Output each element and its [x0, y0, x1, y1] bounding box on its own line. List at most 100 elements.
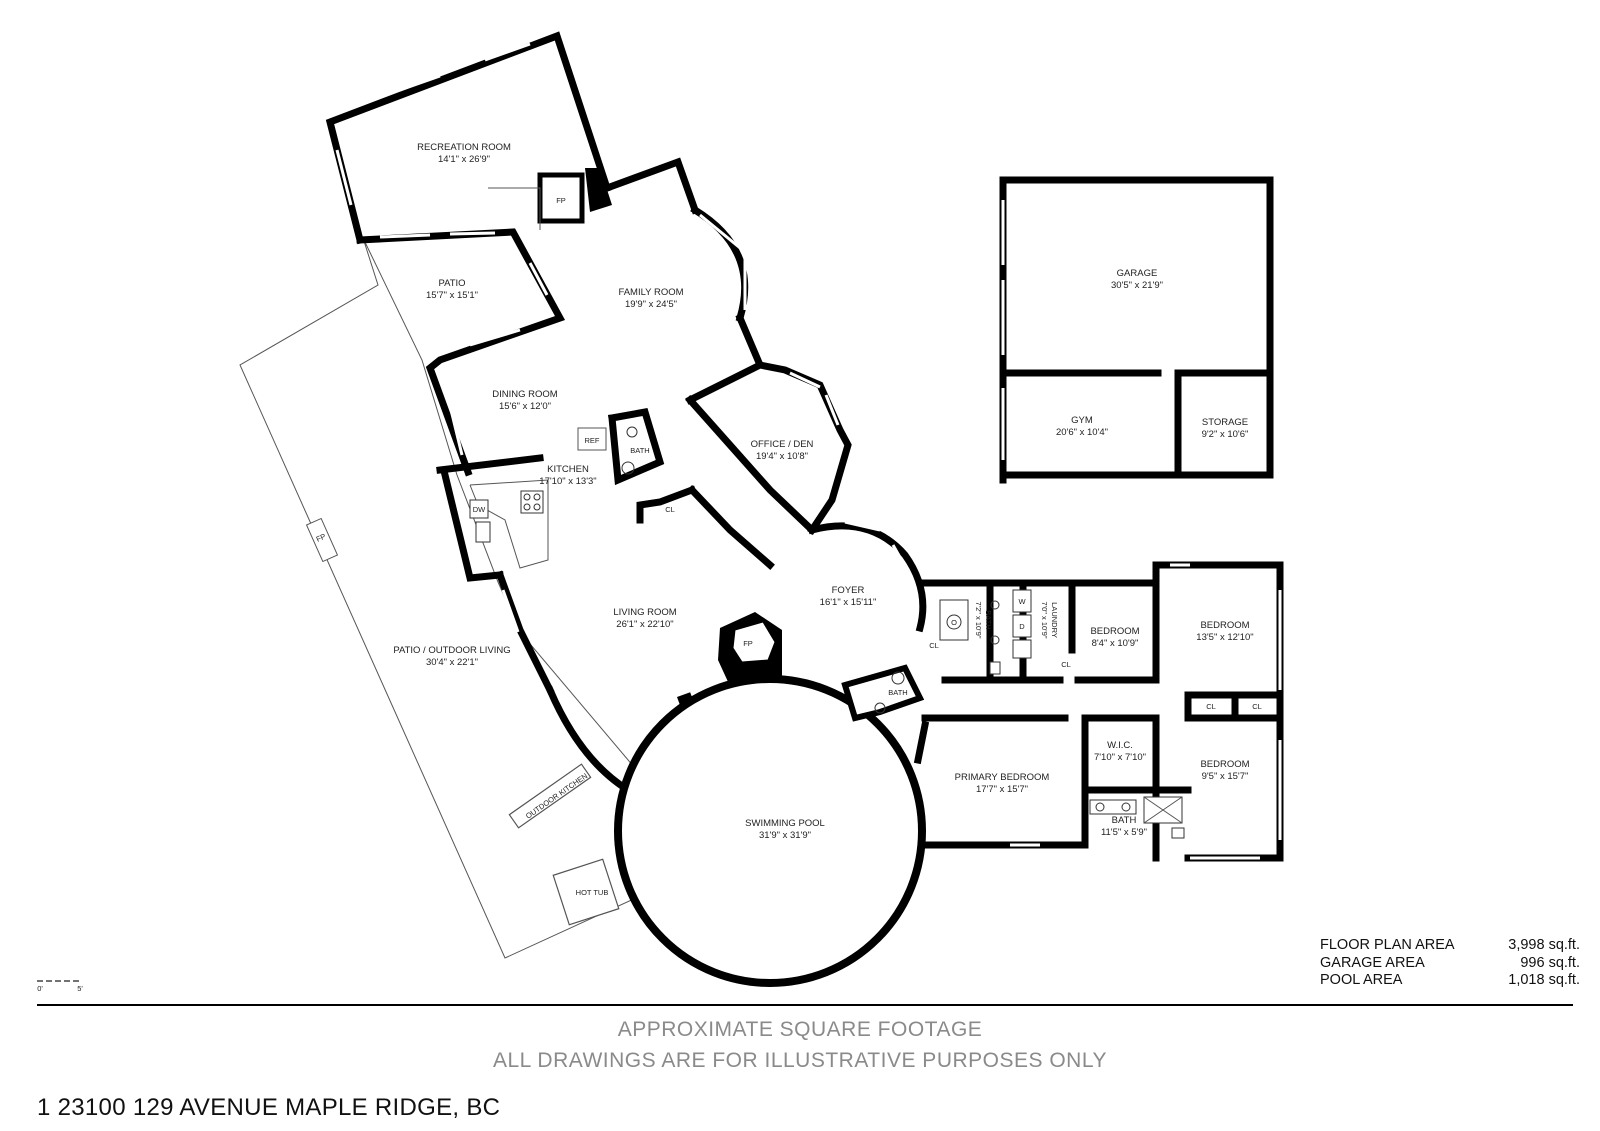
recreation-room-walls: [325, 31, 612, 477]
laundry-dryer: [1012, 614, 1032, 638]
recreation-fireplace-chimney: [585, 168, 612, 212]
room-name: GARAGE: [1117, 268, 1158, 279]
kitchen-dishwasher: [469, 499, 489, 519]
pool-bath-sink: [891, 671, 905, 685]
room-dims: 7'2" x 10'9": [974, 602, 983, 639]
family-room-walls: [602, 157, 852, 535]
swimming-pool: [614, 675, 926, 987]
room-dims: 15'6" x 12'0": [499, 401, 551, 412]
area-summary: FLOOR PLAN AREA 3,998 sq.ft. GARAGE AREA…: [1320, 937, 1580, 990]
kitchen-island-cooktop: [520, 490, 544, 514]
room-name: BEDROOM: [1200, 759, 1249, 770]
outdoor-kitchen: [508, 763, 592, 829]
kitchen-sink: [475, 521, 491, 543]
divider: [37, 1004, 1573, 1006]
room-dims: 15'7" x 15'1": [426, 290, 478, 301]
disclaimer-line-1: APPROXIMATE SQUARE FOOTAGE: [617, 1018, 983, 1041]
area-label: FLOOR PLAN AREA: [1320, 937, 1455, 953]
room-dims: 20'6" x 10'4": [1056, 427, 1108, 438]
laundry-sink: [1012, 639, 1032, 659]
recreation-fireplace: [537, 172, 585, 224]
room-name: KITCHEN: [547, 464, 589, 475]
bath-label: BATH: [630, 446, 649, 455]
half-bath-sink: [621, 461, 635, 475]
room-name: PATIO / OUTDOOR LIVING: [393, 645, 510, 656]
floor-plan-diagram: 0' 5' RECREATION ROOM 14'1" x 26'9" PATI…: [37, 31, 1284, 993]
room-dims: 8'4" x 10'9": [1092, 638, 1139, 649]
room-dims: 14'1" x 26'9": [438, 154, 490, 165]
area-row: FLOOR PLAN AREA 3,998 sq.ft.: [1320, 937, 1580, 955]
room-name: GYM: [1071, 415, 1093, 426]
room-name: FAMILY ROOM: [618, 287, 683, 298]
foyer-walls: [807, 520, 927, 633]
ref-label: REF: [585, 436, 600, 445]
room-dims: 30'4" x 22'1": [426, 657, 478, 668]
room-name: BEDROOM: [1090, 626, 1139, 637]
room-dims: 31'9" x 31'9": [759, 830, 811, 841]
room-name: BATH: [1112, 815, 1137, 826]
dishwasher-label: DW: [473, 505, 486, 514]
room-name: STORAGE: [1202, 417, 1248, 428]
laundry-washer: [1012, 589, 1032, 613]
living-room-walls: [495, 570, 633, 795]
garage-walls: [999, 176, 1274, 484]
room-name: LIVING ROOM: [613, 607, 676, 618]
room-dims: 9'5" x 15'7": [1202, 771, 1249, 782]
fireplace-label: FP: [556, 196, 566, 205]
room-name: BATH: [984, 610, 993, 629]
room-name: SWIMMING POOL: [745, 818, 825, 829]
room-name: PATIO: [438, 278, 465, 289]
bath-sink-a: [990, 600, 1000, 610]
room-dims: 19'9" x 24'5": [625, 299, 677, 310]
bedroom-wing-walls: [913, 561, 1284, 862]
bath-toilet: [989, 661, 1001, 675]
outdoor-patio-outline: [239, 237, 676, 959]
outdoor-kitchen-label: OUTDOOR KITCHEN: [524, 771, 589, 820]
room-dims: 11'5" x 5'9": [1101, 827, 1147, 838]
bath-label: BATH: [888, 688, 907, 697]
kitchen-walls: [436, 407, 775, 582]
closet-label: CL: [929, 641, 939, 650]
washer-label: W: [1018, 597, 1026, 606]
room-dims: 17'7" x 15'7": [976, 784, 1028, 795]
room-name: W.I.C.: [1107, 740, 1133, 751]
area-value: 996 sq.ft.: [1520, 954, 1580, 971]
room-name: OFFICE / DEN: [751, 439, 814, 450]
patio-fireplace: [305, 517, 339, 563]
area-label: GARAGE AREA: [1320, 954, 1425, 971]
scale-start: 0': [37, 984, 43, 993]
half-bath-toilet: [626, 426, 638, 438]
room-name: FOYER: [832, 585, 865, 596]
room-dims: 17'10" x 13'3": [539, 476, 596, 487]
fireplace-label: FP: [315, 532, 327, 544]
room-name: BEDROOM: [1200, 620, 1249, 631]
scale-end: 5': [77, 984, 83, 993]
tub-label: O: [951, 618, 957, 627]
dryer-label: D: [1019, 622, 1025, 631]
bath-sink-b: [990, 635, 1000, 645]
pool-bath-toilet: [874, 702, 886, 714]
room-dims: 30'5" x 21'9": [1111, 280, 1163, 291]
area-value: 3,998 sq.ft.: [1508, 937, 1580, 953]
room-name: PRIMARY BEDROOM: [955, 772, 1050, 783]
room-name: RECREATION ROOM: [417, 142, 511, 153]
closet-label: CL: [1061, 660, 1071, 669]
hot-tub-label: HOT TUB: [576, 888, 609, 897]
living-fireplace-hearth: [732, 621, 776, 663]
primary-bath-toilet: [1171, 827, 1185, 839]
room-dims: 26'1" x 22'10": [616, 619, 673, 630]
room-dims: 19'4" x 10'8": [756, 451, 808, 462]
closet-label: CL: [1252, 702, 1262, 711]
closet-label: CL: [1206, 702, 1216, 711]
fireplace-label: FP: [743, 639, 753, 648]
closet-label: CL: [665, 505, 675, 514]
area-row: POOL AREA 1,018 sq.ft.: [1320, 972, 1580, 990]
primary-bath-vanity: [1089, 799, 1137, 815]
room-name: LAUNDRY: [1050, 602, 1059, 638]
room-name: DINING ROOM: [492, 389, 558, 400]
room-dims: 16'1" x 15'11": [820, 597, 877, 608]
disclaimer-line-2: ALL DRAWINGS ARE FOR ILLUSTRATIVE PURPOS…: [493, 1049, 1107, 1072]
area-row: GARAGE AREA 996 sq.ft.: [1320, 955, 1580, 973]
room-dims: 7'10" x 7'10": [1094, 752, 1146, 763]
property-address: 1 23100 129 AVENUE MAPLE RIDGE, BC: [37, 1094, 501, 1121]
